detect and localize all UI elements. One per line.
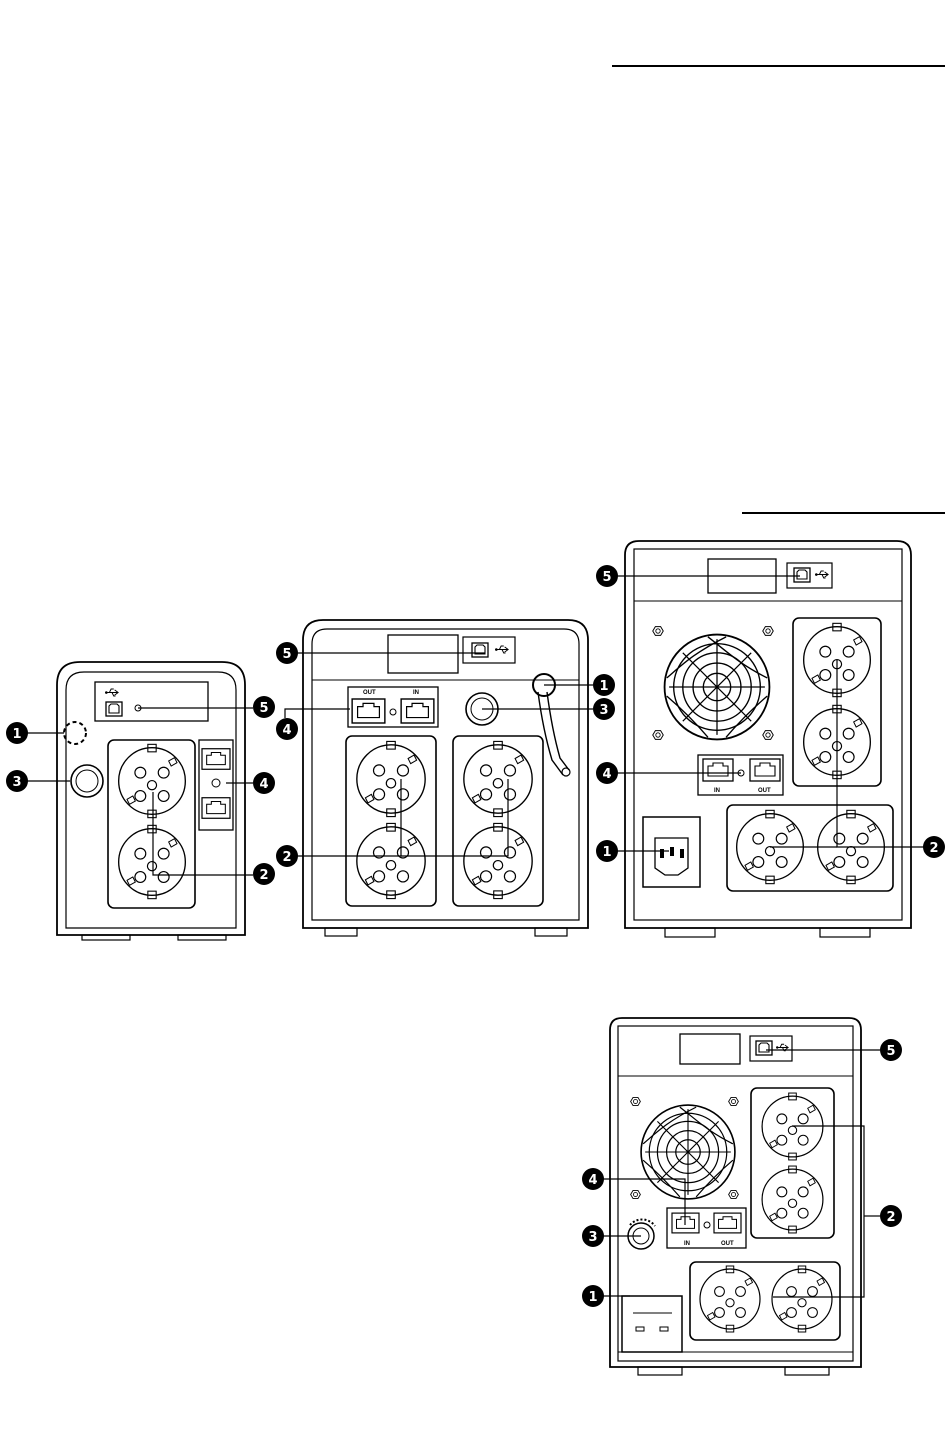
usb-sign-icon xyxy=(815,571,828,578)
outlet-icon xyxy=(464,741,532,816)
medium-outlet-panel-left xyxy=(346,736,436,906)
svg-text:1: 1 xyxy=(12,727,21,742)
callout-badge: 4 xyxy=(596,762,618,784)
svg-text:2: 2 xyxy=(282,850,291,865)
rj45-port-icon xyxy=(750,759,780,781)
outlet-icon xyxy=(772,1266,832,1332)
rj45-port-icon xyxy=(202,798,230,819)
svg-text:OUT: OUT xyxy=(721,1241,734,1247)
screw-icon xyxy=(631,1097,641,1105)
outlet-icon xyxy=(357,823,425,898)
usb-port-icon xyxy=(794,568,810,582)
callout-badge: 5 xyxy=(253,696,275,718)
callout-badge: 2 xyxy=(253,863,275,885)
callout-badge: 2 xyxy=(880,1205,902,1227)
svg-text:5: 5 xyxy=(282,647,291,662)
ups-small-unit: 1 3 5 4 2 xyxy=(6,662,275,940)
rj45-port-icon xyxy=(401,699,434,723)
callout-badge: 1 xyxy=(596,840,618,862)
screw-icon xyxy=(653,731,664,740)
callout-badge: 1 xyxy=(582,1285,604,1307)
usb-port-icon xyxy=(756,1041,772,1055)
svg-text:OUT: OUT xyxy=(363,690,376,696)
callout-badge: 3 xyxy=(582,1225,604,1247)
outlet-icon xyxy=(762,1166,823,1233)
svg-text:5: 5 xyxy=(602,570,611,585)
outlet-icon xyxy=(119,744,186,817)
callout-badge: 2 xyxy=(276,845,298,867)
svg-text:1: 1 xyxy=(602,845,611,860)
svg-text:2: 2 xyxy=(886,1210,895,1225)
outlet-icon xyxy=(464,823,532,898)
svg-text:3: 3 xyxy=(599,703,608,718)
ups-bottom-unit: IN OUT 5 4 3 1 2 xyxy=(582,1018,902,1375)
rj45-port-icon xyxy=(714,1213,741,1233)
callout-badge: 1 xyxy=(6,722,28,744)
svg-text:2: 2 xyxy=(929,841,938,856)
callout-badge: 2 xyxy=(923,836,945,858)
lcd-window xyxy=(388,635,458,673)
outlet-icon xyxy=(357,741,425,816)
rj45-port-icon xyxy=(703,759,733,781)
screw-icon xyxy=(763,731,774,740)
screw-icon xyxy=(631,1190,641,1198)
fan-grille-icon xyxy=(665,635,770,740)
svg-text:1: 1 xyxy=(588,1290,597,1305)
usb-port-icon xyxy=(472,643,488,657)
svg-text:4: 4 xyxy=(282,723,291,738)
callout-badge: 1 xyxy=(593,674,615,696)
svg-text:5: 5 xyxy=(886,1044,895,1059)
screw-icon xyxy=(729,1097,739,1105)
svg-text:IN: IN xyxy=(413,690,419,696)
usb-sign-icon xyxy=(105,689,118,696)
usb-sign-icon xyxy=(495,646,508,653)
usb-port-icon xyxy=(106,702,122,716)
small-fuse-icon xyxy=(64,722,86,744)
bottom-outlet-panel-vertical xyxy=(751,1088,834,1238)
ups-large-unit: IN OUT 5 4 1 2 xyxy=(596,541,945,937)
svg-text:4: 4 xyxy=(588,1173,597,1188)
svg-text:1: 1 xyxy=(599,679,608,694)
svg-text:IN: IN xyxy=(684,1241,690,1247)
rj45-port-icon xyxy=(352,699,385,723)
outlet-icon xyxy=(119,825,186,898)
medium-outlet-panel-right xyxy=(453,736,543,906)
svg-text:IN: IN xyxy=(714,788,720,794)
fan-grille-icon xyxy=(641,1105,735,1199)
bottom-ac-inlet xyxy=(622,1296,682,1352)
callout-badge: 5 xyxy=(276,642,298,664)
svg-text:OUT: OUT xyxy=(758,788,771,794)
callout-badge: 4 xyxy=(582,1168,604,1190)
callout-badge: 4 xyxy=(253,772,275,794)
ups-medium-unit: OUT IN 5 4 1 3 2 xyxy=(276,620,615,936)
lcd-window xyxy=(680,1034,740,1064)
screw-icon xyxy=(729,1190,739,1198)
rj45-port-icon xyxy=(202,749,230,770)
callout-badge: 5 xyxy=(880,1039,902,1061)
callout-badge: 5 xyxy=(596,565,618,587)
screw-icon xyxy=(653,627,664,636)
svg-text:4: 4 xyxy=(602,767,611,782)
outlet-icon xyxy=(700,1266,760,1332)
callout-badge: 3 xyxy=(6,770,28,792)
svg-text:3: 3 xyxy=(588,1230,597,1245)
svg-text:2: 2 xyxy=(259,868,268,883)
svg-text:3: 3 xyxy=(12,775,21,790)
small-rj45-panel xyxy=(199,740,233,830)
screw-icon xyxy=(763,627,774,636)
svg-text:4: 4 xyxy=(259,777,268,792)
callout-badge: 4 xyxy=(276,718,298,740)
svg-text:5: 5 xyxy=(259,701,268,716)
callout-badge: 3 xyxy=(593,698,615,720)
